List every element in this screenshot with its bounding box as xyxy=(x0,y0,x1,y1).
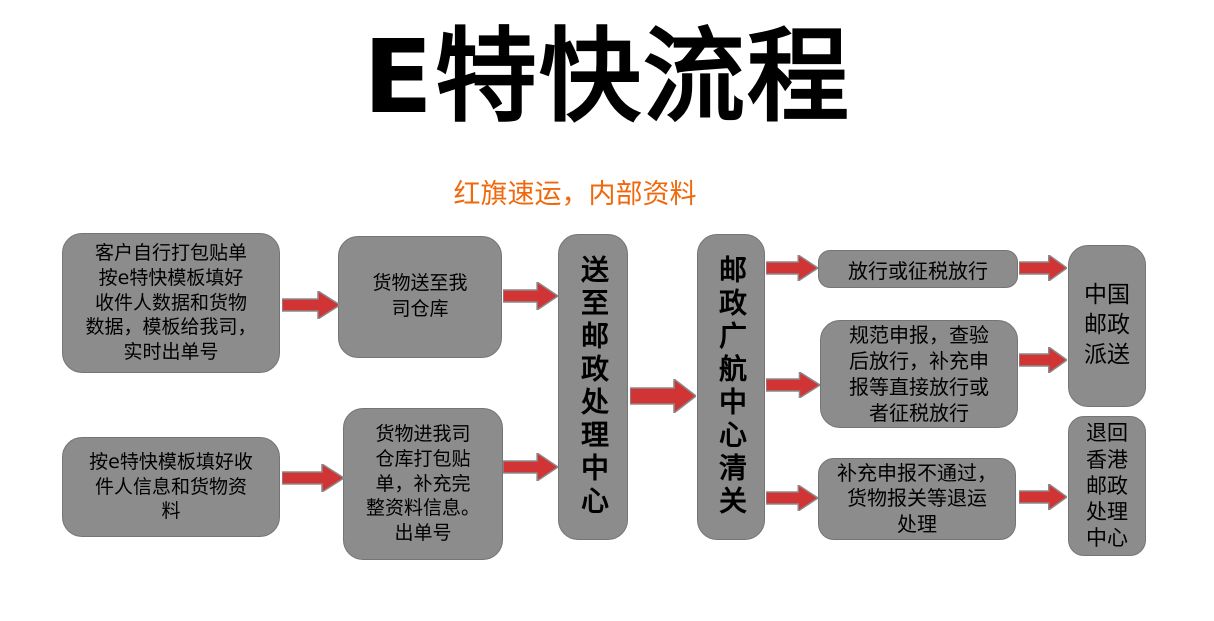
node-postal-processing-center: 送至邮政处理中心 xyxy=(558,234,628,540)
arrow-postal-to-customs xyxy=(630,379,696,413)
node-customer-self-pack: 客户自行打包贴单 按e特快模板填好 收件人数据和货物 数据，模板给我司， 实时出… xyxy=(62,233,280,373)
arrow-release-to-chinapost xyxy=(1019,255,1067,281)
node-customs-clearance-center: 邮政广航中心清关 xyxy=(697,234,765,540)
page-subtitle: 红旗速运，内部资料 xyxy=(453,179,697,210)
node-fill-template: 按e特快模板填好收 件人信息和货物资 料 xyxy=(62,437,280,537)
arrow-declaration-to-chinapost xyxy=(1019,347,1067,373)
arrow-warehouse-to-postal xyxy=(503,282,558,310)
arrow-template-to-warehouse xyxy=(282,464,344,492)
node-return-hk-postal-center: 退回 香港 邮政 处理 中心 xyxy=(1068,416,1146,556)
arrow-pack-to-warehouse xyxy=(282,291,340,319)
arrow-customs-to-release xyxy=(766,255,818,281)
node-warehouse-pack-label: 货物进我司 仓库打包贴 单，补充完 整资料信息。 出单号 xyxy=(343,408,503,560)
page-title: E特快流程 xyxy=(363,18,851,137)
arrow-fail-to-return-hk xyxy=(1019,484,1067,510)
node-standard-declaration: 规范申报，查验 后放行，补充申 报等直接放行或 者征税放行 xyxy=(820,320,1018,428)
arrow-warehouse2-to-postal xyxy=(503,453,558,481)
node-release-or-tax-release: 放行或征税放行 xyxy=(818,250,1018,288)
arrow-customs-to-fail xyxy=(766,485,818,511)
node-china-post-delivery: 中国 邮政 派送 xyxy=(1068,245,1146,407)
arrow-customs-to-declaration xyxy=(766,372,820,398)
node-deliver-to-warehouse: 货物送至我 司仓库 xyxy=(338,236,502,358)
node-declaration-fail-return: 补充申报不通过， 货物报关等退运 处理 xyxy=(818,458,1016,540)
